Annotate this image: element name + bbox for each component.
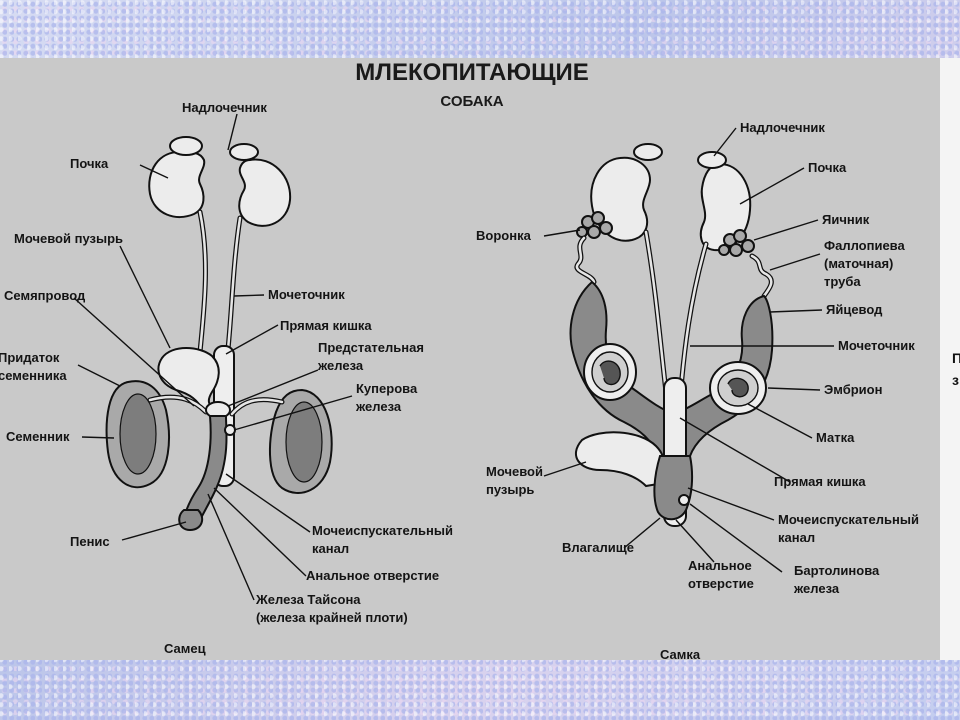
label-female-urethra-line2: канал <box>778 530 815 545</box>
female-vagina <box>653 455 694 521</box>
page-title: МЛЕКОПИТАЮЩИЕ <box>355 59 589 86</box>
female-bartholin-gland <box>678 494 690 506</box>
label-female-ovary: Яичник <box>822 212 870 227</box>
label-female-uterus: Матка <box>816 430 855 445</box>
female-right-ureter <box>677 241 709 403</box>
label-female-funnel: Воронка <box>476 228 532 243</box>
label-male-penis: Пенис <box>70 534 110 549</box>
male-penis-tip <box>178 509 204 532</box>
label-male-bladder: Мочевой пузырь <box>14 231 123 246</box>
female-right-adrenal <box>697 151 727 169</box>
label-female-adrenal: Надлочечник <box>740 120 825 135</box>
female-left-ovary <box>576 211 613 239</box>
label-male-cowper-line1: Куперова <box>356 381 418 396</box>
label-female-kidney: Почка <box>808 160 847 175</box>
male-cowper-gland <box>224 424 236 436</box>
male-left-kidney <box>148 150 206 219</box>
male-right-testis-inner <box>285 401 323 483</box>
female-right-ovary <box>718 229 755 257</box>
label-female-urethra-line1: Мочеиспускательный <box>778 512 919 527</box>
label-male-urethra-line1: Мочеиспускательный <box>312 523 453 538</box>
slide-panel <box>0 58 940 660</box>
label-female-embryo: Эмбрион <box>824 382 882 397</box>
female-left-embryo <box>583 343 637 401</box>
label-male-testis: Семенник <box>6 429 70 444</box>
label-female-rectum: Прямая кишка <box>774 474 866 489</box>
label-male-vas-deferens: Семяпровод <box>4 288 86 303</box>
label-male-epididymis-line1: Придаток <box>0 350 60 365</box>
page-subtitle: СОБАКА <box>440 93 503 110</box>
female-caption: Самка <box>660 647 701 662</box>
label-male-tyson-line2: (железа крайней плоти) <box>256 610 408 625</box>
label-male-rectum: Прямая кишка <box>280 318 372 333</box>
next-slide-edge: П з <box>940 58 960 660</box>
male-right-kidney <box>238 158 292 227</box>
male-right-adrenal <box>229 143 259 161</box>
label-female-bladder-line1: Мочевой <box>486 464 543 479</box>
label-female-vagina: Влагалище <box>562 540 634 555</box>
cut-off-letter: з <box>952 372 959 388</box>
label-male-kidney: Почка <box>70 156 109 171</box>
male-diagram <box>73 113 353 601</box>
label-male-urethra-line2: канал <box>312 541 349 556</box>
label-male-adrenal: Надлочечник <box>182 100 267 115</box>
label-female-bartholin-line1: Бартолинова <box>794 563 880 578</box>
label-female-bladder-line2: пузырь <box>486 482 534 497</box>
label-female-bartholin-line2: железа <box>793 581 840 596</box>
female-right-kidney <box>699 162 752 252</box>
label-female-fallopian-line1: Фаллопиева <box>824 238 906 253</box>
label-male-ureter: Мочеточник <box>268 287 345 302</box>
label-male-epididymis-line2: семенника <box>0 368 67 383</box>
female-right-embryo <box>709 361 767 415</box>
label-female-ureter: Мочеточник <box>838 338 915 353</box>
label-female-oviduct: Яйцевод <box>826 302 883 317</box>
male-left-adrenal <box>169 136 203 156</box>
male-left-testis-inner <box>119 393 157 475</box>
label-male-prostate-line1: Предстательная <box>318 340 424 355</box>
female-diagram <box>543 127 834 573</box>
label-male-tyson-line1: Железа Тайсона <box>255 592 361 607</box>
label-female-anus-line1: Анальное <box>688 558 752 573</box>
cut-off-letter: П <box>952 350 960 366</box>
label-female-fallopian-line2: (маточная) <box>824 256 893 271</box>
label-male-prostate-line2: железа <box>317 358 364 373</box>
label-male-cowper-line2: железа <box>355 399 402 414</box>
label-female-anus-line2: отверстие <box>688 576 754 591</box>
male-urethra <box>182 415 228 526</box>
label-male-anus: Анальное отверстие <box>306 568 439 583</box>
label-female-fallopian-line3: труба <box>824 274 861 289</box>
female-left-adrenal <box>633 143 663 161</box>
male-caption: Самец <box>164 641 206 656</box>
